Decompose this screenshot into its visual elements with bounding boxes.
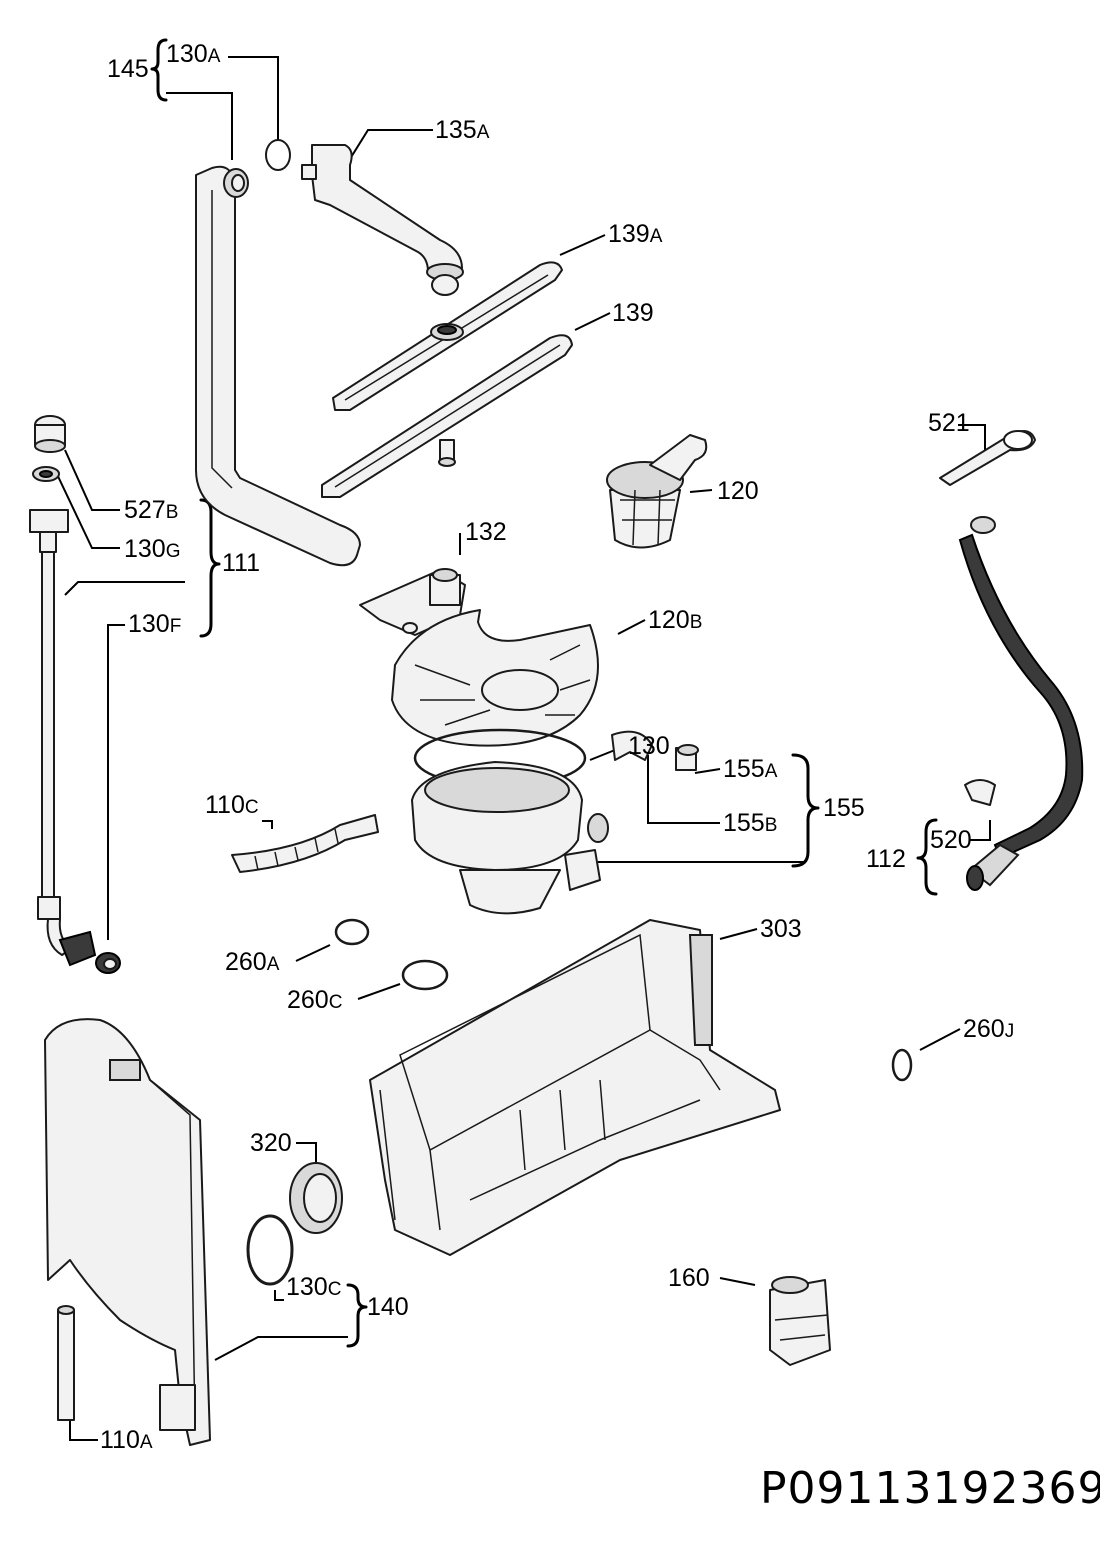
- label-130G-suffix: G: [165, 541, 181, 562]
- label-139A: 139A: [608, 222, 662, 249]
- brace-111: [199, 498, 221, 638]
- label-260J-num: 260: [963, 1015, 1005, 1043]
- label-320-text: 320: [250, 1129, 292, 1157]
- label-303: 303: [760, 917, 802, 942]
- filter-plate-120B: [391, 609, 599, 747]
- label-120: 120: [717, 479, 759, 504]
- base-frame-303: [369, 919, 781, 1256]
- label-160: 160: [668, 1266, 710, 1291]
- label-140-text: 140: [367, 1293, 409, 1321]
- drain-hose-112: [939, 430, 1084, 891]
- inlet-hose-assembly: [29, 415, 121, 974]
- salt-container-140: [44, 1018, 211, 1446]
- label-111-text: 111: [222, 549, 261, 577]
- label-110C-num: 110: [205, 791, 245, 819]
- brace-145: [150, 38, 168, 102]
- label-320: 320: [250, 1131, 292, 1156]
- label-260A-suffix: A: [266, 954, 280, 975]
- label-527B-suffix: B: [165, 502, 179, 523]
- label-132: 132: [465, 520, 507, 545]
- label-110C: 110C: [205, 793, 259, 820]
- label-111: 111: [222, 551, 260, 576]
- label-110A-num: 110: [100, 1426, 140, 1454]
- sump-assembly-130: [411, 728, 609, 915]
- label-520-text: 520: [930, 826, 972, 854]
- drawing-code: P09113192369: [760, 1463, 1100, 1514]
- connection-hose-110C: [231, 814, 379, 873]
- label-130: 130: [628, 734, 670, 759]
- label-260C-num: 260: [287, 986, 329, 1014]
- upper-spray-arm: [332, 261, 563, 411]
- label-135A: 135A: [435, 118, 489, 145]
- label-260C: 260C: [287, 988, 342, 1015]
- valve-132: [359, 568, 466, 636]
- label-130F: 130F: [128, 612, 181, 639]
- label-155A-num: 155: [723, 755, 765, 783]
- lower-spray-arm: [321, 334, 573, 498]
- label-120B-num: 120: [648, 606, 690, 634]
- label-130A: 130A: [166, 42, 220, 69]
- label-139-text: 139: [612, 299, 654, 327]
- label-139: 139: [612, 301, 654, 326]
- label-521: 521: [928, 411, 970, 436]
- label-260C-suffix: C: [328, 992, 343, 1013]
- pump-160: [769, 1276, 831, 1366]
- label-110A-suffix: A: [139, 1432, 153, 1453]
- label-112-text: 112: [866, 845, 906, 873]
- brace-155: [791, 753, 820, 868]
- label-135A-num: 135: [435, 116, 477, 144]
- label-110A: 110A: [100, 1428, 153, 1455]
- label-527B: 527B: [124, 498, 178, 525]
- micro-filter-120: [606, 434, 708, 549]
- label-135A-suffix: A: [476, 122, 490, 143]
- label-120B-suffix: B: [689, 612, 703, 633]
- label-155A-suffix: A: [764, 761, 778, 782]
- label-145-text: 145: [107, 55, 149, 83]
- label-130F-suffix: F: [169, 616, 182, 637]
- label-130G: 130G: [124, 537, 181, 564]
- label-139A-num: 139: [608, 220, 650, 248]
- vertical-spray-pipe: [195, 139, 361, 567]
- label-521-text: 521: [928, 409, 970, 437]
- label-160-text: 160: [668, 1264, 710, 1292]
- label-260J: 260J: [963, 1017, 1014, 1044]
- label-130C-num: 130: [286, 1273, 328, 1301]
- parts-155: [611, 730, 699, 771]
- label-139A-suffix: A: [649, 226, 663, 247]
- label-130C: 130C: [286, 1275, 341, 1302]
- label-130F-num: 130: [128, 610, 170, 638]
- label-112: 112: [866, 847, 906, 872]
- label-145: 145: [107, 57, 149, 82]
- label-130C-suffix: C: [327, 1279, 342, 1300]
- label-130G-num: 130: [124, 535, 166, 563]
- label-120B: 120B: [648, 608, 702, 635]
- seals-320-130C: [246, 1162, 343, 1286]
- label-140: 140: [367, 1295, 409, 1320]
- label-260J-suffix: J: [1004, 1021, 1015, 1042]
- label-155: 155: [823, 796, 865, 821]
- label-110C-suffix: C: [244, 797, 259, 818]
- label-527B-num: 527: [124, 496, 166, 524]
- braces: [150, 38, 938, 1348]
- label-130A-suffix: A: [207, 46, 221, 67]
- label-130A-num: 130: [166, 40, 208, 68]
- label-155B-num: 155: [723, 809, 765, 837]
- label-260A-num: 260: [225, 948, 267, 976]
- label-132-text: 132: [465, 518, 507, 546]
- brace-112: [916, 818, 938, 896]
- leader-lines: [54, 56, 991, 1441]
- label-120-text: 120: [717, 477, 759, 505]
- label-155-text: 155: [823, 794, 865, 822]
- hose-clamps-260: [334, 918, 913, 1082]
- brace-140: [346, 1283, 368, 1348]
- label-155A: 155A: [723, 757, 777, 784]
- label-520: 520: [930, 828, 972, 853]
- label-260A: 260A: [225, 950, 279, 977]
- label-130-text: 130: [628, 732, 670, 760]
- label-155B: 155B: [723, 811, 777, 838]
- upper-spray-arm-feed-pipe: [301, 144, 464, 296]
- label-303-text: 303: [760, 915, 802, 943]
- label-155B-suffix: B: [764, 815, 778, 836]
